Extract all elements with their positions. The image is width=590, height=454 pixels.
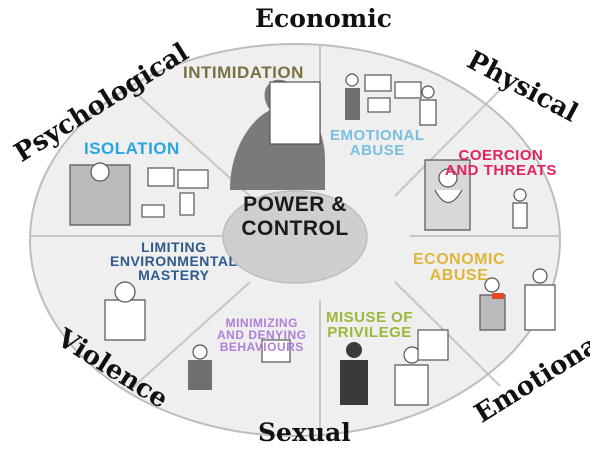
- segment-coercion-threats-line: COERCION: [458, 147, 544, 164]
- intimidation-photo-illustration: [269, 81, 321, 145]
- illustrations: [69, 73, 556, 406]
- economic-abuse-illustration: [479, 294, 506, 331]
- minimizing-illustration: [188, 360, 212, 390]
- outer-label-economic: Economic: [255, 4, 392, 33]
- note-illustration: [364, 74, 392, 92]
- isolation-illustration: [69, 164, 131, 226]
- segment-limiting-line: ENVIRONMENTAL: [110, 253, 238, 269]
- segment-misuse-privilege-line: PRIVILEGE: [327, 324, 412, 341]
- center-ellipse: [222, 190, 368, 284]
- segment-limiting-line: MASTERY: [138, 267, 210, 283]
- limiting-illustration: [104, 299, 146, 341]
- segment-intimidation-line: INTIMIDATION: [183, 63, 304, 82]
- center-title-line1: POWER &: [243, 193, 347, 216]
- segment-misuse-privilege-line: MISUSE OF: [326, 309, 414, 326]
- segment-coercion-threats-line: AND THREATS: [445, 162, 557, 179]
- segment-minimizing-line: AND DENYING: [217, 328, 307, 342]
- segment-economic-abuse-line: ECONOMIC: [413, 251, 505, 268]
- segment-economic-abuse-line: ABUSE: [429, 267, 489, 284]
- segment-minimizing-line: MINIMIZING: [225, 316, 298, 330]
- segment-intimidation: INTIMIDATION: [183, 64, 304, 81]
- segment-isolation-line: ISOLATION: [84, 139, 180, 158]
- segment-isolation: ISOLATION: [84, 140, 180, 157]
- wheel-spokes: [30, 44, 560, 436]
- center-title-line2: CONTROL: [241, 217, 349, 241]
- outer-label-sexual: Sexual: [258, 418, 351, 447]
- privilege-illustration: [340, 360, 368, 405]
- segment-limiting-line: LIMITING: [141, 239, 207, 255]
- segment-emotional-abuse-line: EMOTIONAL: [330, 127, 425, 144]
- segment-emotional-abuse-line: ABUSE: [349, 142, 405, 159]
- segment-minimizing-line: BEHAVIOURS: [219, 340, 304, 354]
- center-title: POWER & CONTROL: [225, 193, 365, 241]
